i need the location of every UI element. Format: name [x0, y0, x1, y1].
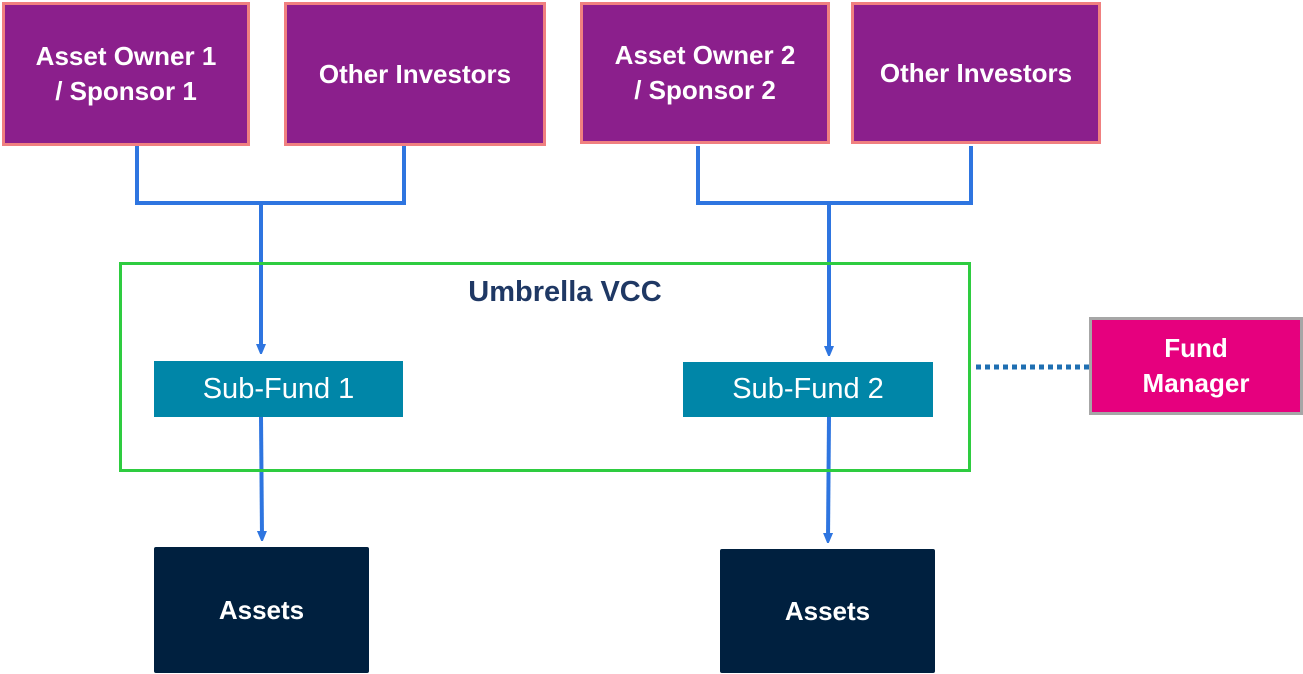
other-investors-2-label: Other Investors [879, 57, 1073, 88]
other-investors-1-box: Other Investors [284, 2, 546, 146]
other-investors-2-box: Other Investors [851, 2, 1101, 144]
other-investors-1-label: Other Investors [318, 58, 512, 89]
investors-1-bracket [135, 146, 406, 205]
arrow-to-assets-2 [828, 416, 829, 539]
sub-fund-2-box: Sub-Fund 2 [683, 362, 933, 417]
sub-fund-1-box: Sub-Fund 1 [154, 361, 403, 417]
assets-1-box: Assets [154, 547, 369, 673]
fund-manager-box: Fund Manager [1089, 317, 1303, 415]
sub-fund-1-label: Sub-Fund 1 [202, 372, 355, 405]
fund-manager-label: Fund Manager [1142, 333, 1250, 398]
asset-owner-1-label: Asset Owner 1 / Sponsor 1 [35, 41, 217, 106]
assets-2-box: Assets [720, 549, 935, 673]
investors-2-bracket [696, 146, 973, 205]
umbrella-vcc-title: Umbrella VCC [468, 276, 662, 308]
sub-fund-2-label: Sub-Fund 2 [732, 373, 884, 405]
assets-2-label: Assets [784, 595, 871, 626]
asset-owner-2-label: Asset Owner 2 / Sponsor 2 [614, 40, 796, 105]
arrow-to-assets-1 [261, 416, 262, 537]
asset-owner-2-box: Asset Owner 2 / Sponsor 2 [580, 2, 830, 144]
assets-1-label: Assets [218, 594, 305, 625]
asset-owner-1-box: Asset Owner 1 / Sponsor 1 [2, 2, 250, 146]
umbrella-vcc-container [119, 262, 971, 472]
